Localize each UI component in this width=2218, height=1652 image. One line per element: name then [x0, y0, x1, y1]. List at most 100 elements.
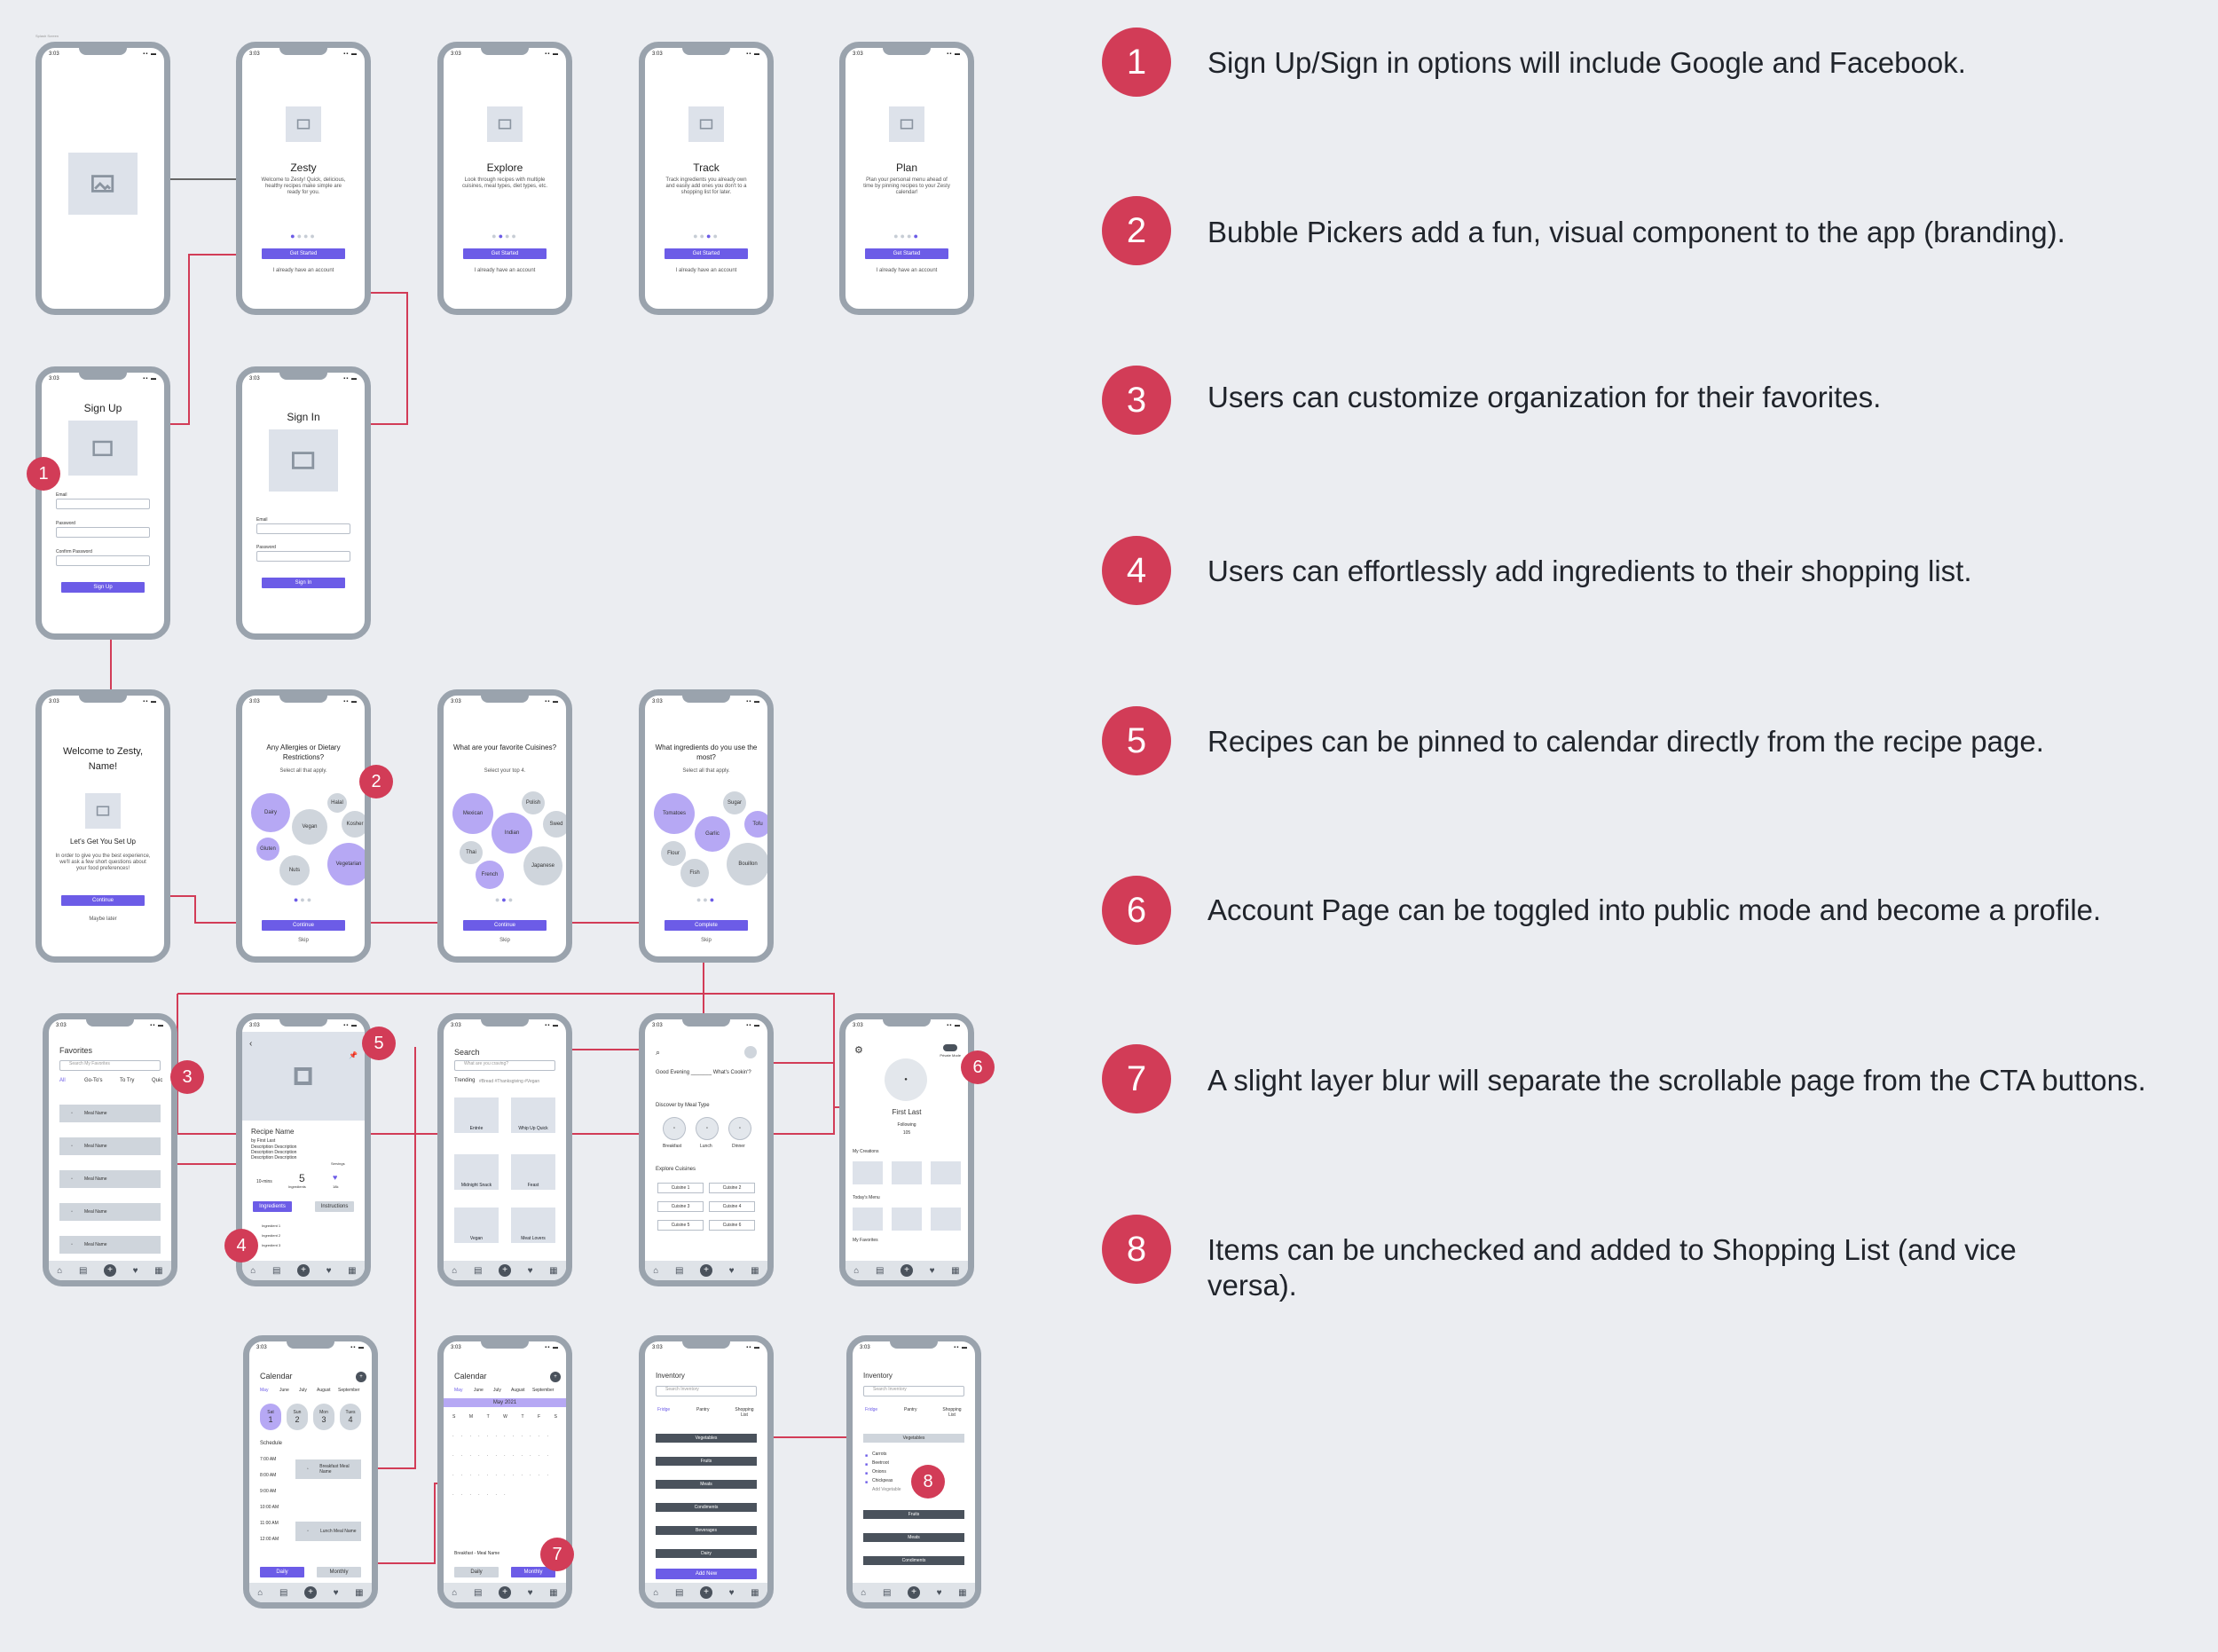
tab-ingredients[interactable]: Ingredients — [253, 1201, 292, 1212]
calendar-icon[interactable]: ▦ — [951, 1265, 960, 1276]
checkbox-item[interactable]: Carrots — [872, 1451, 887, 1457]
add-icon[interactable]: + — [356, 1372, 366, 1382]
cuisine-chip[interactable]: Cuisine 1 — [657, 1183, 704, 1193]
bubble-option[interactable]: Tofu — [744, 811, 767, 838]
monthly-button[interactable]: Monthly — [317, 1567, 361, 1577]
have-account-link[interactable]: I already have an account — [272, 268, 334, 273]
get-started-button[interactable]: Get Started — [665, 248, 748, 259]
bubble-option[interactable]: Indian — [492, 813, 532, 854]
event-block[interactable]: ▫Lunch Meal Name — [295, 1522, 361, 1541]
home-icon[interactable]: ⌂ — [653, 1587, 659, 1598]
month-tab[interactable]: August — [511, 1388, 525, 1393]
category-card[interactable]: Midnight Snack — [454, 1154, 499, 1190]
list-icon[interactable]: ▤ — [882, 1587, 892, 1598]
category-bar[interactable]: Dairy — [656, 1549, 757, 1558]
checkbox-item[interactable]: Chickpeas — [872, 1478, 893, 1483]
email-field[interactable] — [56, 499, 150, 509]
bubble-option[interactable]: Kosher — [342, 811, 365, 838]
add-icon[interactable]: + — [297, 1264, 311, 1277]
private-mode-toggle[interactable] — [943, 1044, 957, 1051]
list-icon[interactable]: ▤ — [674, 1587, 684, 1598]
creation-thumb[interactable] — [892, 1161, 922, 1184]
month-tab[interactable]: May — [454, 1388, 463, 1393]
gear-icon[interactable]: ⚙ — [854, 1045, 863, 1056]
heart-icon[interactable]: ♥ — [326, 1265, 332, 1276]
category-bar[interactable]: Condiments — [863, 1556, 964, 1565]
month-tab[interactable]: September — [338, 1388, 360, 1393]
heart-icon[interactable]: ♥ — [728, 1265, 735, 1276]
cuisine-chip[interactable]: Cuisine 4 — [709, 1201, 755, 1212]
month-tab[interactable]: June — [474, 1388, 484, 1393]
bubble-option[interactable]: Sugar — [723, 791, 746, 814]
meal-type-breakfast[interactable]: ▫ — [663, 1117, 686, 1140]
get-started-button[interactable]: Get Started — [865, 248, 948, 259]
checkbox-item[interactable]: Beetroot — [872, 1460, 889, 1466]
category-bar[interactable]: Beverages — [656, 1526, 757, 1535]
continue-button[interactable]: Continue — [61, 895, 145, 906]
get-started-button[interactable]: Get Started — [262, 248, 345, 259]
daily-button[interactable]: Daily — [454, 1567, 499, 1577]
home-icon[interactable]: ⌂ — [653, 1265, 659, 1276]
add-icon[interactable]: + — [901, 1264, 914, 1277]
calendar-icon[interactable]: ▦ — [355, 1587, 364, 1598]
category-card[interactable]: Vegan — [454, 1208, 499, 1243]
sign-up-button[interactable]: Sign Up — [61, 582, 145, 593]
add-icon[interactable]: + — [499, 1264, 512, 1277]
cuisine-chip[interactable]: Cuisine 2 — [709, 1183, 755, 1193]
list-item[interactable]: ▫Meal Name — [59, 1236, 161, 1254]
heart-icon[interactable]: ♥ — [728, 1587, 735, 1598]
add-icon[interactable]: + — [908, 1586, 921, 1599]
bubble-option[interactable]: Tomatoes — [654, 793, 695, 834]
search-input[interactable]: Search Inventory — [863, 1386, 964, 1396]
tab-pantry[interactable]: Pantry — [904, 1407, 917, 1412]
home-icon[interactable]: ⌂ — [57, 1265, 63, 1276]
add-icon[interactable]: + — [304, 1586, 318, 1599]
pin-icon[interactable]: 📌 — [349, 1051, 358, 1059]
password-field[interactable] — [256, 551, 350, 562]
menu-thumb[interactable] — [853, 1208, 883, 1231]
bubble-option[interactable]: Mexican — [452, 793, 493, 834]
list-icon[interactable]: ▤ — [271, 1265, 281, 1276]
complete-button[interactable]: Complete — [665, 920, 748, 931]
tab-fridge[interactable]: Fridge — [865, 1407, 878, 1412]
bubble-option[interactable]: Flour — [661, 841, 686, 866]
tab-shopping-list[interactable]: Shopping List — [735, 1407, 754, 1418]
bubble-option[interactable]: Garlic — [695, 816, 730, 852]
search-input[interactable]: What are you craving? — [454, 1060, 555, 1071]
category-bar[interactable]: Fruits — [863, 1510, 964, 1519]
category-card[interactable]: Feast — [511, 1154, 555, 1190]
email-field[interactable] — [256, 523, 350, 534]
home-icon[interactable]: ⌂ — [257, 1587, 263, 1598]
event-block[interactable]: ▫Breakfast Meal Name — [295, 1459, 361, 1479]
tab-to-try[interactable]: To Try — [120, 1078, 135, 1083]
list-item[interactable]: ▫Meal Name — [59, 1137, 161, 1155]
list-icon[interactable]: ▤ — [473, 1265, 483, 1276]
tab-go-tos[interactable]: Go-To's — [84, 1078, 103, 1083]
menu-thumb[interactable] — [892, 1208, 922, 1231]
add-icon[interactable]: + — [550, 1372, 561, 1382]
bubble-option[interactable]: Fish — [680, 859, 709, 887]
category-bar[interactable]: Vegetables — [863, 1434, 964, 1443]
home-icon[interactable]: ⌂ — [452, 1587, 458, 1598]
month-tab[interactable]: July — [299, 1388, 307, 1393]
have-account-link[interactable]: I already have an account — [474, 268, 536, 273]
bubble-option[interactable]: Dairy — [251, 793, 290, 832]
calendar-icon[interactable]: ▦ — [154, 1265, 163, 1276]
search-input[interactable]: Search My Favorites — [59, 1060, 161, 1071]
bubble-option[interactable]: Gluten — [256, 838, 279, 861]
meal-type-dinner[interactable]: ▫ — [728, 1117, 751, 1140]
cuisine-chip[interactable]: Cuisine 5 — [657, 1220, 704, 1231]
checkbox-item[interactable]: Onions — [872, 1469, 886, 1475]
add-icon[interactable]: + — [499, 1586, 512, 1599]
bubble-option[interactable]: Japanese — [523, 846, 562, 885]
tab-instructions[interactable]: Instructions — [315, 1201, 354, 1212]
calendar-icon[interactable]: ▦ — [751, 1265, 759, 1276]
bubble-option[interactable]: Vegetarian — [327, 843, 365, 885]
creation-thumb[interactable] — [853, 1161, 883, 1184]
heart-icon[interactable]: ♥ — [333, 1587, 339, 1598]
list-icon[interactable]: ▤ — [78, 1265, 88, 1276]
list-icon[interactable]: ▤ — [674, 1265, 684, 1276]
bubble-option[interactable]: Halal — [327, 793, 347, 813]
category-bar[interactable]: Meats — [863, 1533, 964, 1542]
